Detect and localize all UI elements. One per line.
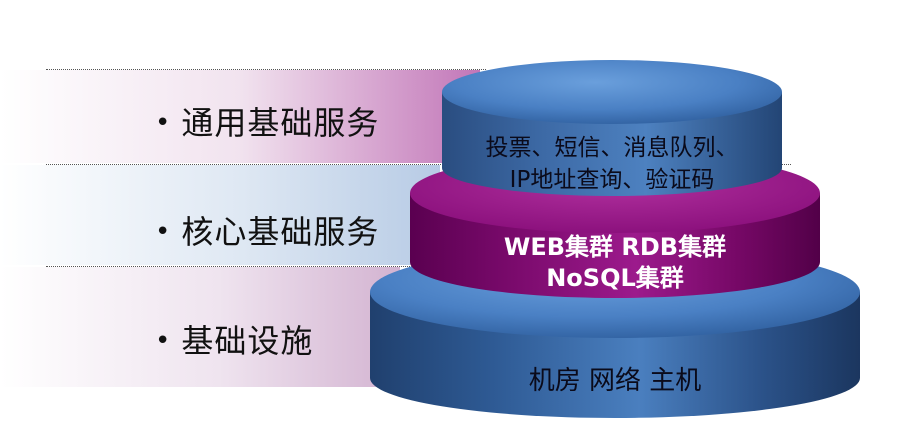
tier-core-line1: WEB集群 RDB集群: [503, 233, 727, 261]
label-text: 核心基础服务: [181, 213, 380, 251]
bullet-icon: •: [155, 217, 172, 247]
band-general: [0, 70, 480, 163]
tier-general-line1: 投票、短信、消息队列、: [485, 135, 739, 161]
separator-middle: [46, 164, 791, 165]
label-infrastructure: • 基础设施: [155, 316, 313, 362]
tier-infrastructure-text: 机房 网络 主机: [528, 366, 702, 396]
bullet-icon: •: [155, 108, 172, 138]
band-infrastructure: [0, 267, 400, 387]
label-core-services: • 核心基础服务: [155, 207, 379, 253]
tier-core-line2: NoSQL集群: [546, 264, 684, 292]
tier-core-text: WEB集群 RDB集群 NoSQL集群: [410, 232, 820, 294]
label-general-services: • 通用基础服务: [155, 98, 379, 144]
separator-top: [46, 69, 486, 70]
label-text: 基础设施: [181, 322, 314, 360]
bullet-icon: •: [155, 326, 172, 356]
label-text: 通用基础服务: [181, 104, 380, 142]
separator-bottom: [46, 266, 446, 267]
tier-general-line2: IP地址查询、验证码: [509, 167, 715, 193]
band-core: [0, 165, 440, 265]
tier-general-text: 投票、短信、消息队列、 IP地址查询、验证码: [442, 132, 782, 196]
tier-general: [442, 60, 782, 196]
